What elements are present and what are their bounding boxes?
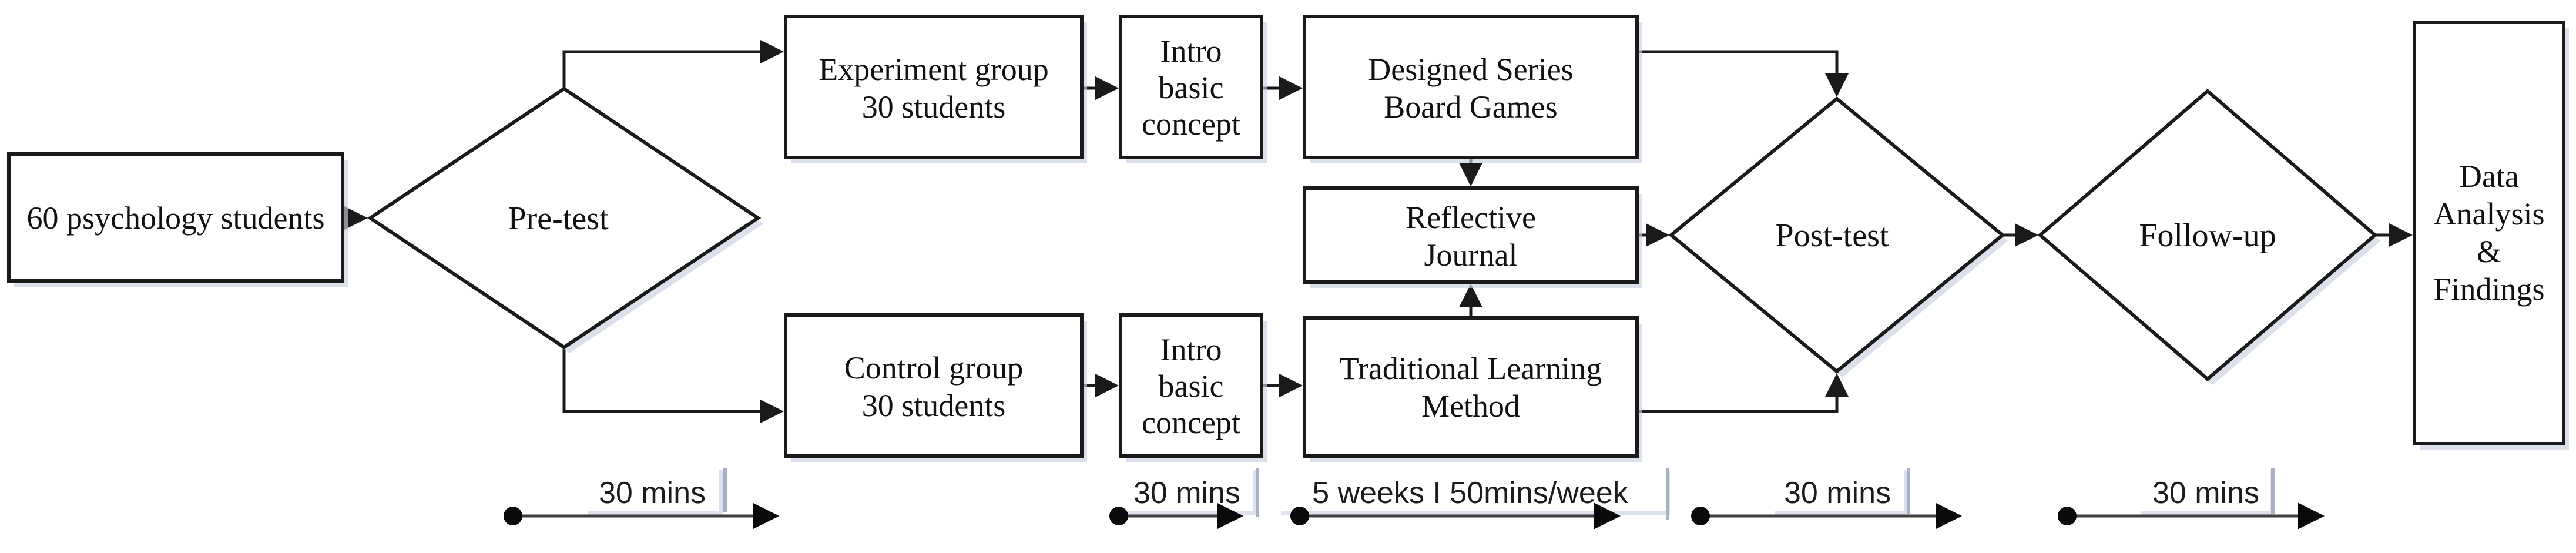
timeline-label-bg — [2137, 466, 2270, 511]
traditional-method-line1: Traditional Learning — [1340, 351, 1602, 386]
intro-top-text3: concept — [1142, 106, 1240, 142]
designed-games-box — [1303, 15, 1639, 159]
traditional-method-text1: Traditional Learning — [1340, 351, 1602, 386]
arrow-pretest-to-experiment-group — [562, 40, 784, 89]
arrow-designed-to-posttest-top — [1637, 50, 1849, 98]
data-analysis-text3: & — [2477, 234, 2501, 269]
participants-label: 60 psychology students — [27, 200, 325, 236]
timeline-segment-posttest: 30 mins — [1691, 466, 1963, 529]
intro-bottom-line2: basic — [1159, 368, 1224, 404]
timeline-label-intervention: 5 weeks I 50mins/week — [1312, 476, 1629, 510]
intro-top-box — [1119, 15, 1263, 159]
designed-games-line2: Board Games — [1384, 89, 1557, 125]
timeline-segment-intervention: 5 weeks I 50mins/week — [1277, 466, 1670, 529]
traditional-method-line2: Method — [1421, 388, 1520, 424]
timeline-segment-pretest: 30 mins — [504, 466, 780, 529]
timeline-label-followup: 30 mins — [2152, 476, 2259, 510]
node-intro-bottom: Intro basic concept — [1119, 313, 1267, 462]
node-participants: 60 psychology students — [7, 152, 348, 287]
timeline-start-dot — [1691, 507, 1710, 525]
intro-bottom-text2: basic — [1159, 368, 1224, 404]
intro-top-line2: basic — [1159, 70, 1224, 105]
data-analysis-text1: Data — [2459, 159, 2519, 194]
designed-games-line1: Designed Series — [1368, 52, 1573, 87]
control-group-box — [784, 313, 1084, 458]
traditional-method-text2: Method — [1421, 388, 1520, 424]
followup-diamond — [2037, 89, 2378, 381]
reflective-journal-line1: Reflective — [1406, 200, 1536, 235]
data-analysis-line4: Findings — [2433, 272, 2544, 307]
intro-bottom-text1: Intro — [1160, 332, 1222, 367]
reflective-journal-box — [1303, 186, 1639, 284]
experiment-group-box — [784, 15, 1084, 159]
timeline: 30 mins 30 mins 5 weeks I 50mins/week — [504, 466, 2325, 529]
control-group-text1: Control group — [844, 350, 1024, 386]
data-analysis-box — [2413, 21, 2565, 445]
data-analysis-text4: Findings — [2433, 272, 2544, 307]
timeline-label-bg — [1771, 466, 1904, 511]
node-data-analysis: Data Analysis & Findings — [2413, 21, 2569, 450]
node-intro-top: Intro basic concept — [1119, 15, 1267, 163]
timeline-start-dot — [1109, 507, 1128, 525]
data-analysis-line1: Data — [2459, 159, 2519, 194]
node-experiment-group: Experiment group 30 students — [784, 15, 1087, 163]
intro-top-line1: Intro — [1160, 33, 1222, 69]
designed-games-text1: Designed Series — [1368, 52, 1573, 87]
intro-top-text1: Intro — [1160, 33, 1222, 69]
node-control-group: Control group 30 students — [784, 313, 1087, 462]
connectors — [343, 40, 2413, 423]
node-traditional-method: Traditional Learning Method — [1303, 316, 1642, 462]
intro-top-text2: basic — [1159, 70, 1224, 105]
timeline-label-bg — [584, 466, 719, 511]
control-group-line2: 30 students — [862, 388, 1006, 423]
timeline-start-dot — [1290, 507, 1309, 525]
timeline-segment-intro: 30 mins — [1109, 466, 1259, 529]
arrow-pretest-to-control-group — [562, 347, 784, 423]
traditional-method-box — [1303, 316, 1639, 458]
reflective-journal-text1: Reflective — [1406, 200, 1536, 235]
reflective-journal-text2: Journal — [1424, 237, 1518, 273]
control-group-line1: Control group — [844, 350, 1024, 386]
designed-games-text2: Board Games — [1384, 89, 1557, 125]
node-reflective-journal: Reflective Journal — [1303, 186, 1642, 288]
control-group-text2: 30 students — [862, 388, 1006, 423]
pretest-label: Pre-test — [508, 200, 609, 237]
experiment-group-line1: Experiment group — [819, 52, 1048, 87]
timeline-label-posttest: 30 mins — [1784, 476, 1891, 510]
node-designed-games: Designed Series Board Games — [1303, 15, 1642, 163]
reflective-journal-line2: Journal — [1424, 237, 1518, 273]
timeline-start-dot — [2058, 507, 2077, 525]
timeline-start-dot — [504, 507, 522, 525]
posttest-label: Post-test — [1776, 217, 1889, 254]
timeline-label-intro: 30 mins — [1133, 476, 1240, 510]
node-followup: Follow-up — [2037, 89, 2380, 385]
timeline-segment-followup: 30 mins — [2058, 466, 2325, 529]
node-posttest: Post-test — [1668, 96, 2008, 377]
experiment-group-line2: 30 students — [862, 89, 1006, 125]
intro-top-line3: concept — [1142, 106, 1240, 142]
data-analysis-text2: Analysis — [2434, 196, 2545, 232]
intro-bottom-line3: concept — [1142, 405, 1240, 440]
data-analysis-line2: Analysis — [2434, 196, 2545, 232]
data-analysis-line3: & — [2477, 234, 2501, 269]
arrow-traditional-to-posttest-bottom — [1637, 373, 1849, 413]
participants-box — [7, 152, 344, 283]
experiment-group-label: Experiment group — [819, 52, 1048, 87]
pretest-diamond — [367, 86, 762, 350]
experiment-group-label-line2: 30 students — [862, 89, 1006, 125]
posttest-diamond — [1668, 96, 2005, 374]
followup-label: Follow-up — [2139, 217, 2276, 254]
intro-bottom-line1: Intro — [1160, 332, 1222, 367]
timeline-label-pretest: 30 mins — [599, 476, 706, 510]
intro-bottom-text3: concept — [1142, 405, 1240, 440]
node-pretest: Pre-test — [367, 86, 763, 353]
intro-bottom-box — [1119, 313, 1263, 458]
